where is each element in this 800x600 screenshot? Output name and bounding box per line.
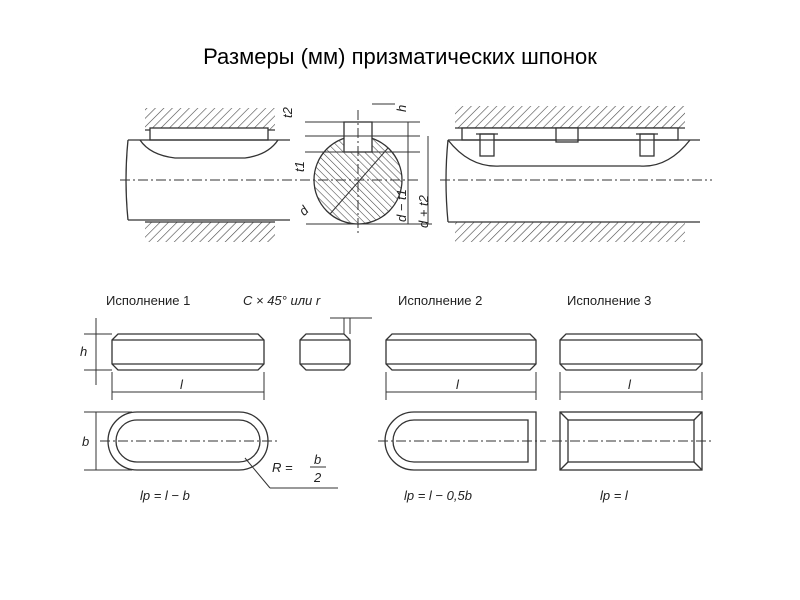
hub-shaft-section-right	[440, 106, 712, 242]
formula-v2: lp = l − 0,5b	[404, 488, 472, 503]
variant-2-label: Исполнение 2	[398, 293, 482, 308]
variant-3-label: Исполнение 3	[567, 293, 651, 308]
dim-h-label: h	[394, 105, 409, 112]
dim-l-v1: l	[180, 377, 184, 392]
variant-2-side-view	[385, 333, 537, 400]
dim-d-label: d	[296, 202, 312, 218]
dim-d-plus-t2-label: d + t2	[416, 194, 431, 228]
radius-prefix: R =	[272, 460, 293, 475]
formula-v3: lp = l	[600, 488, 629, 503]
slide-title: Размеры (мм) призматических шпонок	[203, 44, 597, 69]
radius-den: 2	[313, 470, 322, 485]
radius-num: b	[314, 452, 321, 467]
dim-t1-label: t1	[292, 161, 307, 172]
dim-t2-label: t2	[280, 106, 295, 118]
dim-l-v2: l	[456, 377, 460, 392]
variant-3-top-view	[552, 411, 712, 471]
formula-v1: lp = l − b	[140, 488, 190, 503]
variant-1-label: Исполнение 1	[106, 293, 190, 308]
key-end-view	[299, 317, 372, 371]
dim-h-v1: h	[80, 344, 87, 359]
chamfer-label: C × 45° или r	[243, 293, 321, 308]
variant-1-side-view	[84, 318, 265, 400]
dim-b-v1: b	[82, 434, 89, 449]
hub-shaft-section-left	[120, 108, 300, 242]
variant-3-side-view	[559, 333, 703, 400]
dim-d-minus-t1-label: d − t1	[394, 189, 409, 222]
shaft-cross-section	[300, 103, 432, 235]
dim-l-v3: l	[628, 377, 632, 392]
variant-1-top-view	[84, 411, 338, 489]
variant-2-top-view	[378, 411, 546, 471]
